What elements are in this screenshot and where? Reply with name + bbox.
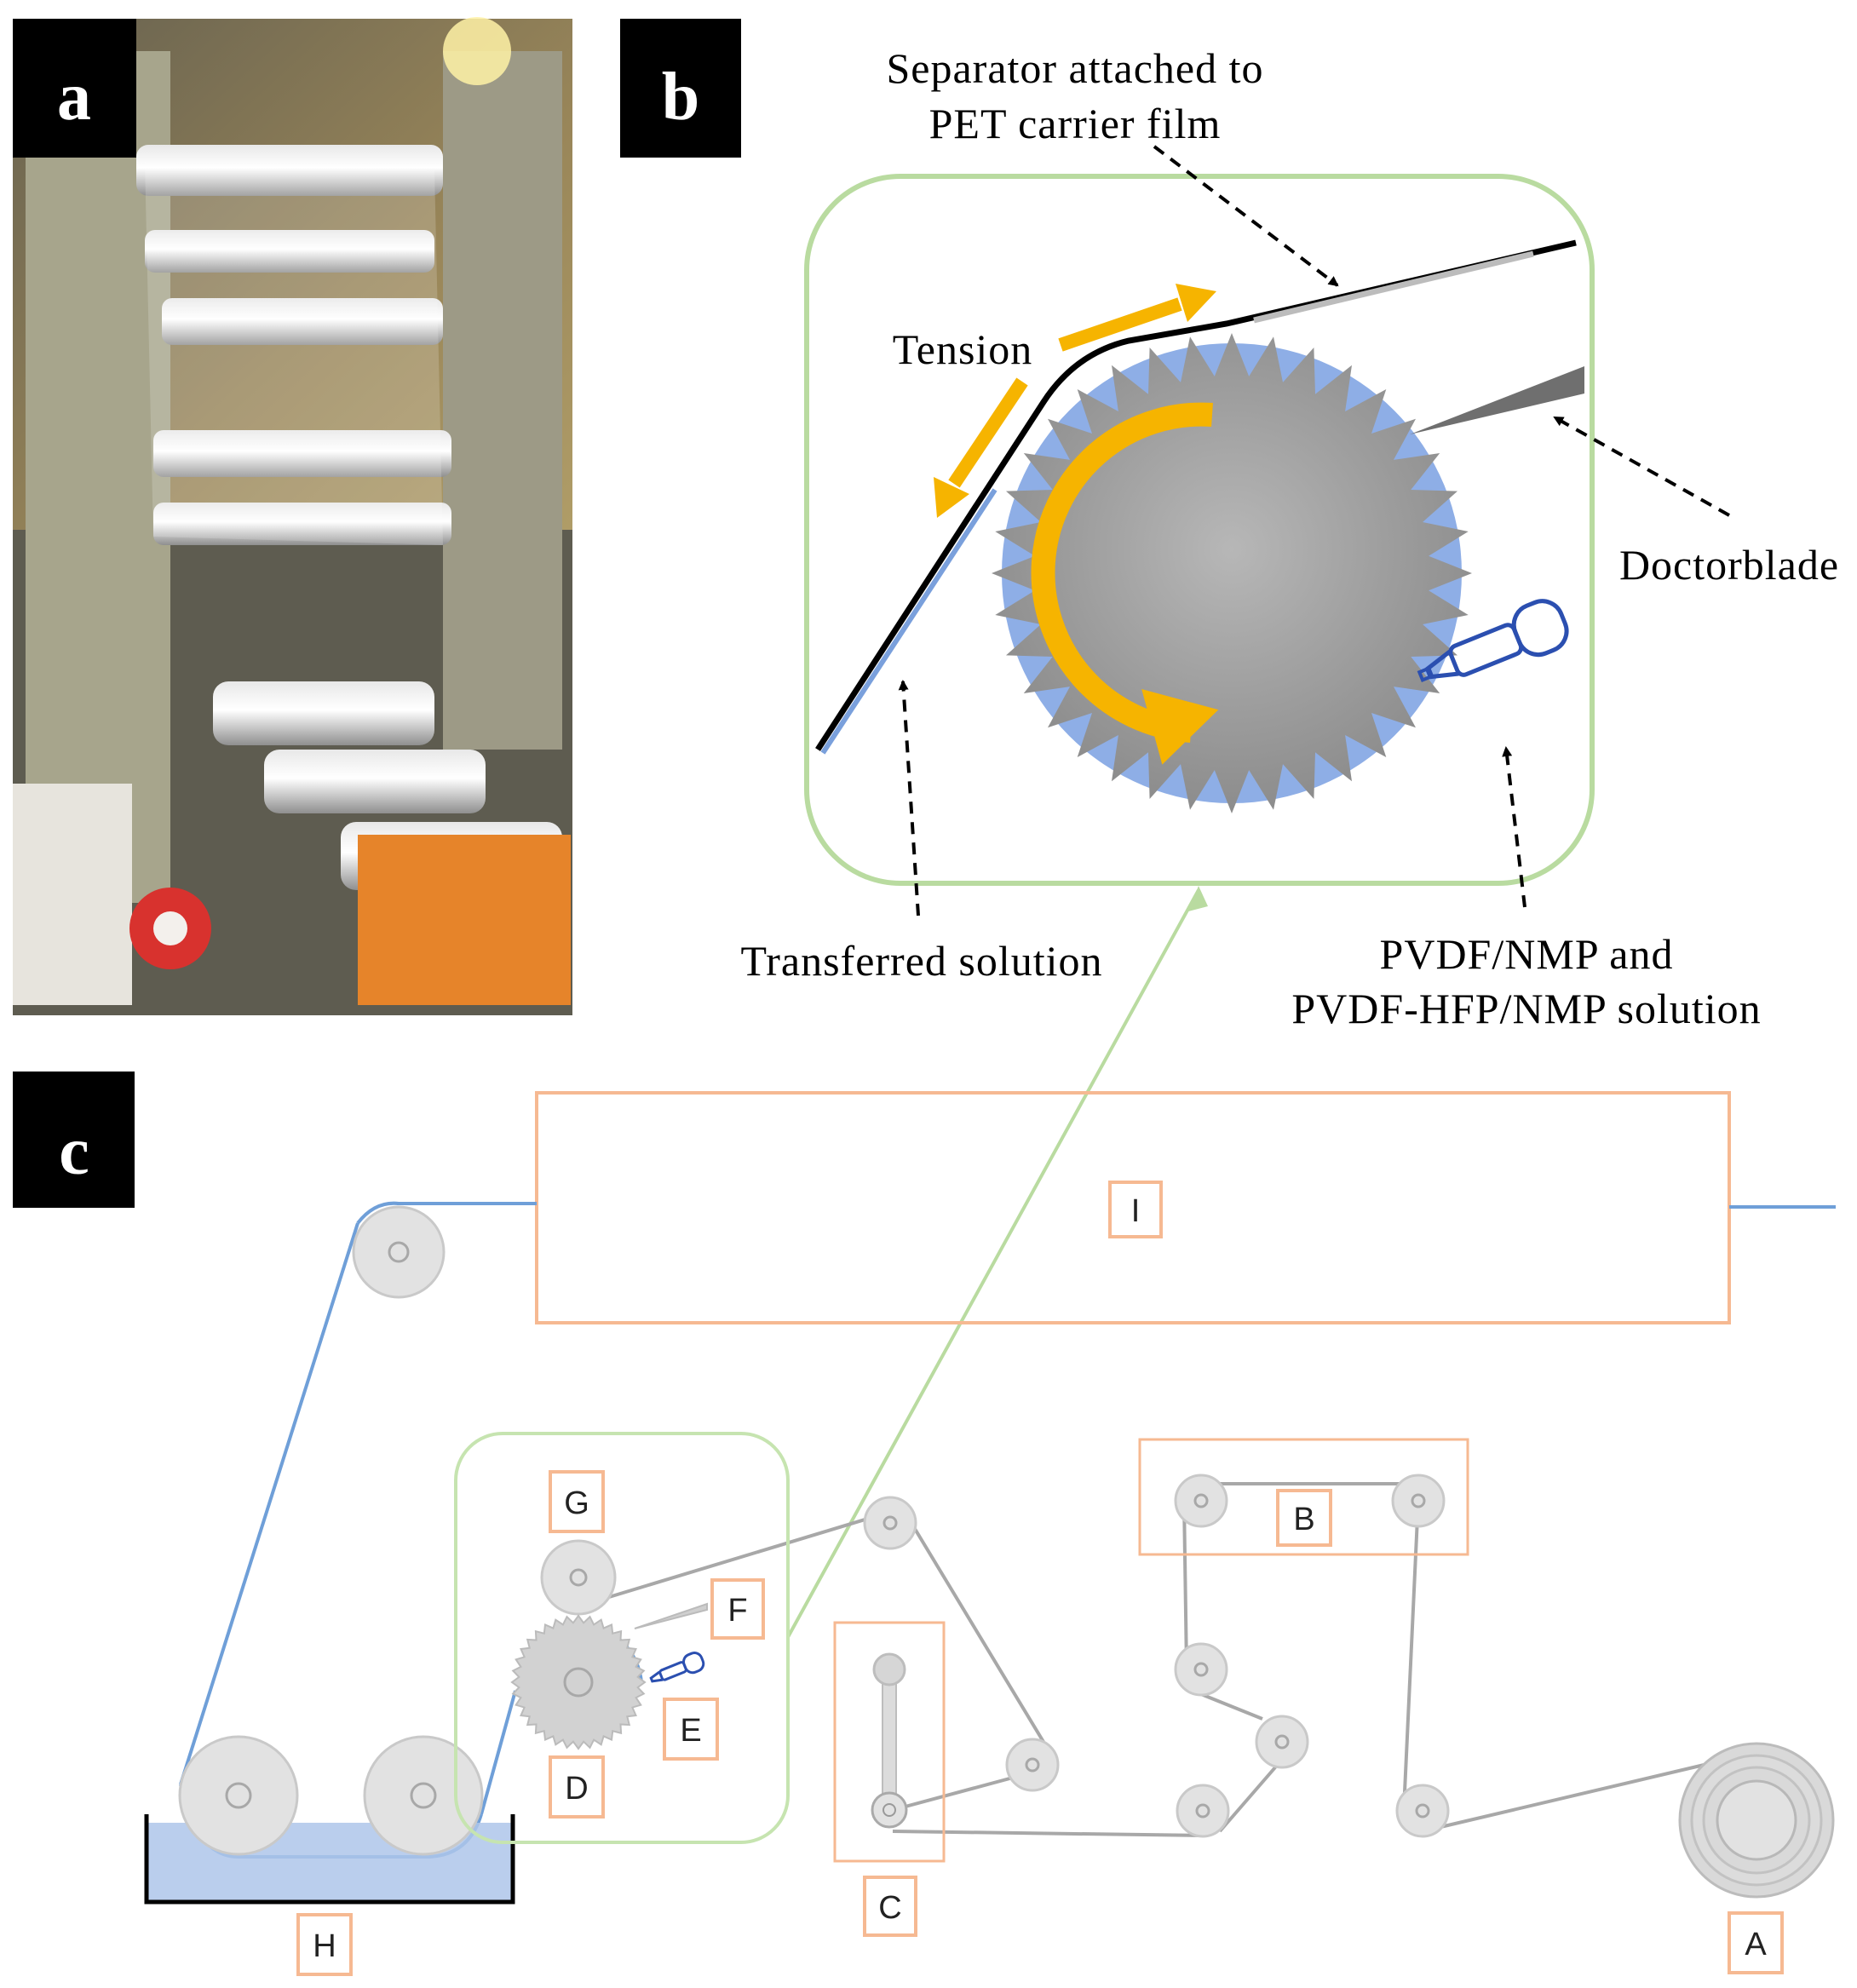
gravure-roll-D bbox=[510, 1614, 647, 1750]
label-F: F bbox=[727, 1593, 747, 1629]
coating-unit-frame bbox=[454, 1432, 790, 1844]
photo-paper-stack bbox=[13, 784, 132, 1005]
gravure-drum bbox=[992, 333, 1472, 813]
pipette-icon bbox=[1417, 599, 1569, 682]
label-box-I: I bbox=[1108, 1181, 1163, 1238]
rotation-arrow bbox=[1031, 402, 1213, 743]
roller-4 bbox=[1255, 1715, 1309, 1769]
pointer-arrows bbox=[898, 145, 1730, 916]
label-box-D: D bbox=[549, 1755, 605, 1819]
panel-b-letter-box bbox=[620, 19, 741, 158]
small-pipette-icon bbox=[649, 1652, 705, 1683]
label-D: D bbox=[565, 1771, 588, 1807]
roller-1 bbox=[863, 1496, 917, 1550]
detail-frame bbox=[804, 174, 1595, 886]
roller-bath-right bbox=[363, 1735, 484, 1856]
transferred-solution-label: Transferred solution bbox=[740, 937, 1102, 985]
zoom-connector bbox=[786, 889, 1200, 1638]
label-H: H bbox=[313, 1928, 336, 1964]
photo-upper-rollers bbox=[136, 145, 451, 545]
label-box-A: A bbox=[1728, 1911, 1784, 1974]
label-box-B: B bbox=[1276, 1489, 1332, 1547]
rollers bbox=[178, 1205, 1450, 1856]
rotation-arrowhead bbox=[1141, 688, 1219, 765]
tension-arrows bbox=[934, 284, 1216, 518]
bath-walls bbox=[144, 1814, 515, 1905]
roller-B-right bbox=[1391, 1474, 1446, 1528]
solution-label-1: PVDF/NMP and bbox=[1380, 930, 1674, 978]
doctor-blade-F bbox=[634, 1602, 708, 1629]
doctor-blade bbox=[1410, 366, 1584, 434]
pet-carrier-segment bbox=[1253, 250, 1534, 324]
roller-G bbox=[540, 1539, 617, 1616]
label-box-E: E bbox=[663, 1698, 719, 1761]
label-I: I bbox=[1131, 1193, 1141, 1229]
label-box-H: H bbox=[296, 1913, 353, 1976]
panel-a-letter-box bbox=[13, 19, 136, 158]
roller-2 bbox=[1005, 1738, 1060, 1792]
roller-5 bbox=[1176, 1784, 1230, 1838]
label-box-F: F bbox=[710, 1578, 765, 1640]
panel-b-letter: b bbox=[662, 60, 700, 135]
label-box-G: G bbox=[549, 1470, 605, 1533]
roller-3 bbox=[1174, 1642, 1228, 1697]
section-C-box bbox=[833, 1621, 946, 1863]
web-path-gray bbox=[608, 1482, 1730, 1837]
photo-orange-bin bbox=[358, 835, 571, 1005]
label-A: A bbox=[1745, 1927, 1767, 1962]
label-boxes: I B G F E D C H bbox=[296, 1181, 1784, 1976]
section-B-box bbox=[1138, 1438, 1469, 1556]
transferred-coating bbox=[820, 488, 997, 755]
roller-bath-left bbox=[178, 1735, 299, 1856]
doctorblade-label: Doctorblade bbox=[1619, 541, 1839, 589]
panel-c-letter: c bbox=[59, 1114, 89, 1189]
separator-film bbox=[815, 239, 1577, 751]
separator-label-1: Separator attached to bbox=[886, 44, 1263, 92]
unwind-reel-A bbox=[1678, 1742, 1835, 1899]
dancer-arm bbox=[871, 1652, 908, 1829]
label-G: G bbox=[564, 1485, 589, 1521]
roller-B-left bbox=[1174, 1474, 1228, 1528]
panel-c-letter-box bbox=[13, 1072, 135, 1208]
label-box-C: C bbox=[863, 1876, 917, 1937]
label-B: B bbox=[1293, 1502, 1314, 1537]
label-C: C bbox=[878, 1890, 901, 1926]
roller-6 bbox=[1395, 1784, 1450, 1838]
panel-a-letter: a bbox=[57, 60, 91, 135]
label-E: E bbox=[680, 1713, 701, 1749]
separator-label-2: PET carrier film bbox=[929, 100, 1222, 147]
roller-top-left bbox=[352, 1205, 446, 1299]
solution-label-2: PVDF-HFP/NMP solution bbox=[1291, 985, 1761, 1032]
tension-label: Tension bbox=[893, 325, 1033, 373]
panel-a-photo bbox=[13, 17, 572, 1015]
